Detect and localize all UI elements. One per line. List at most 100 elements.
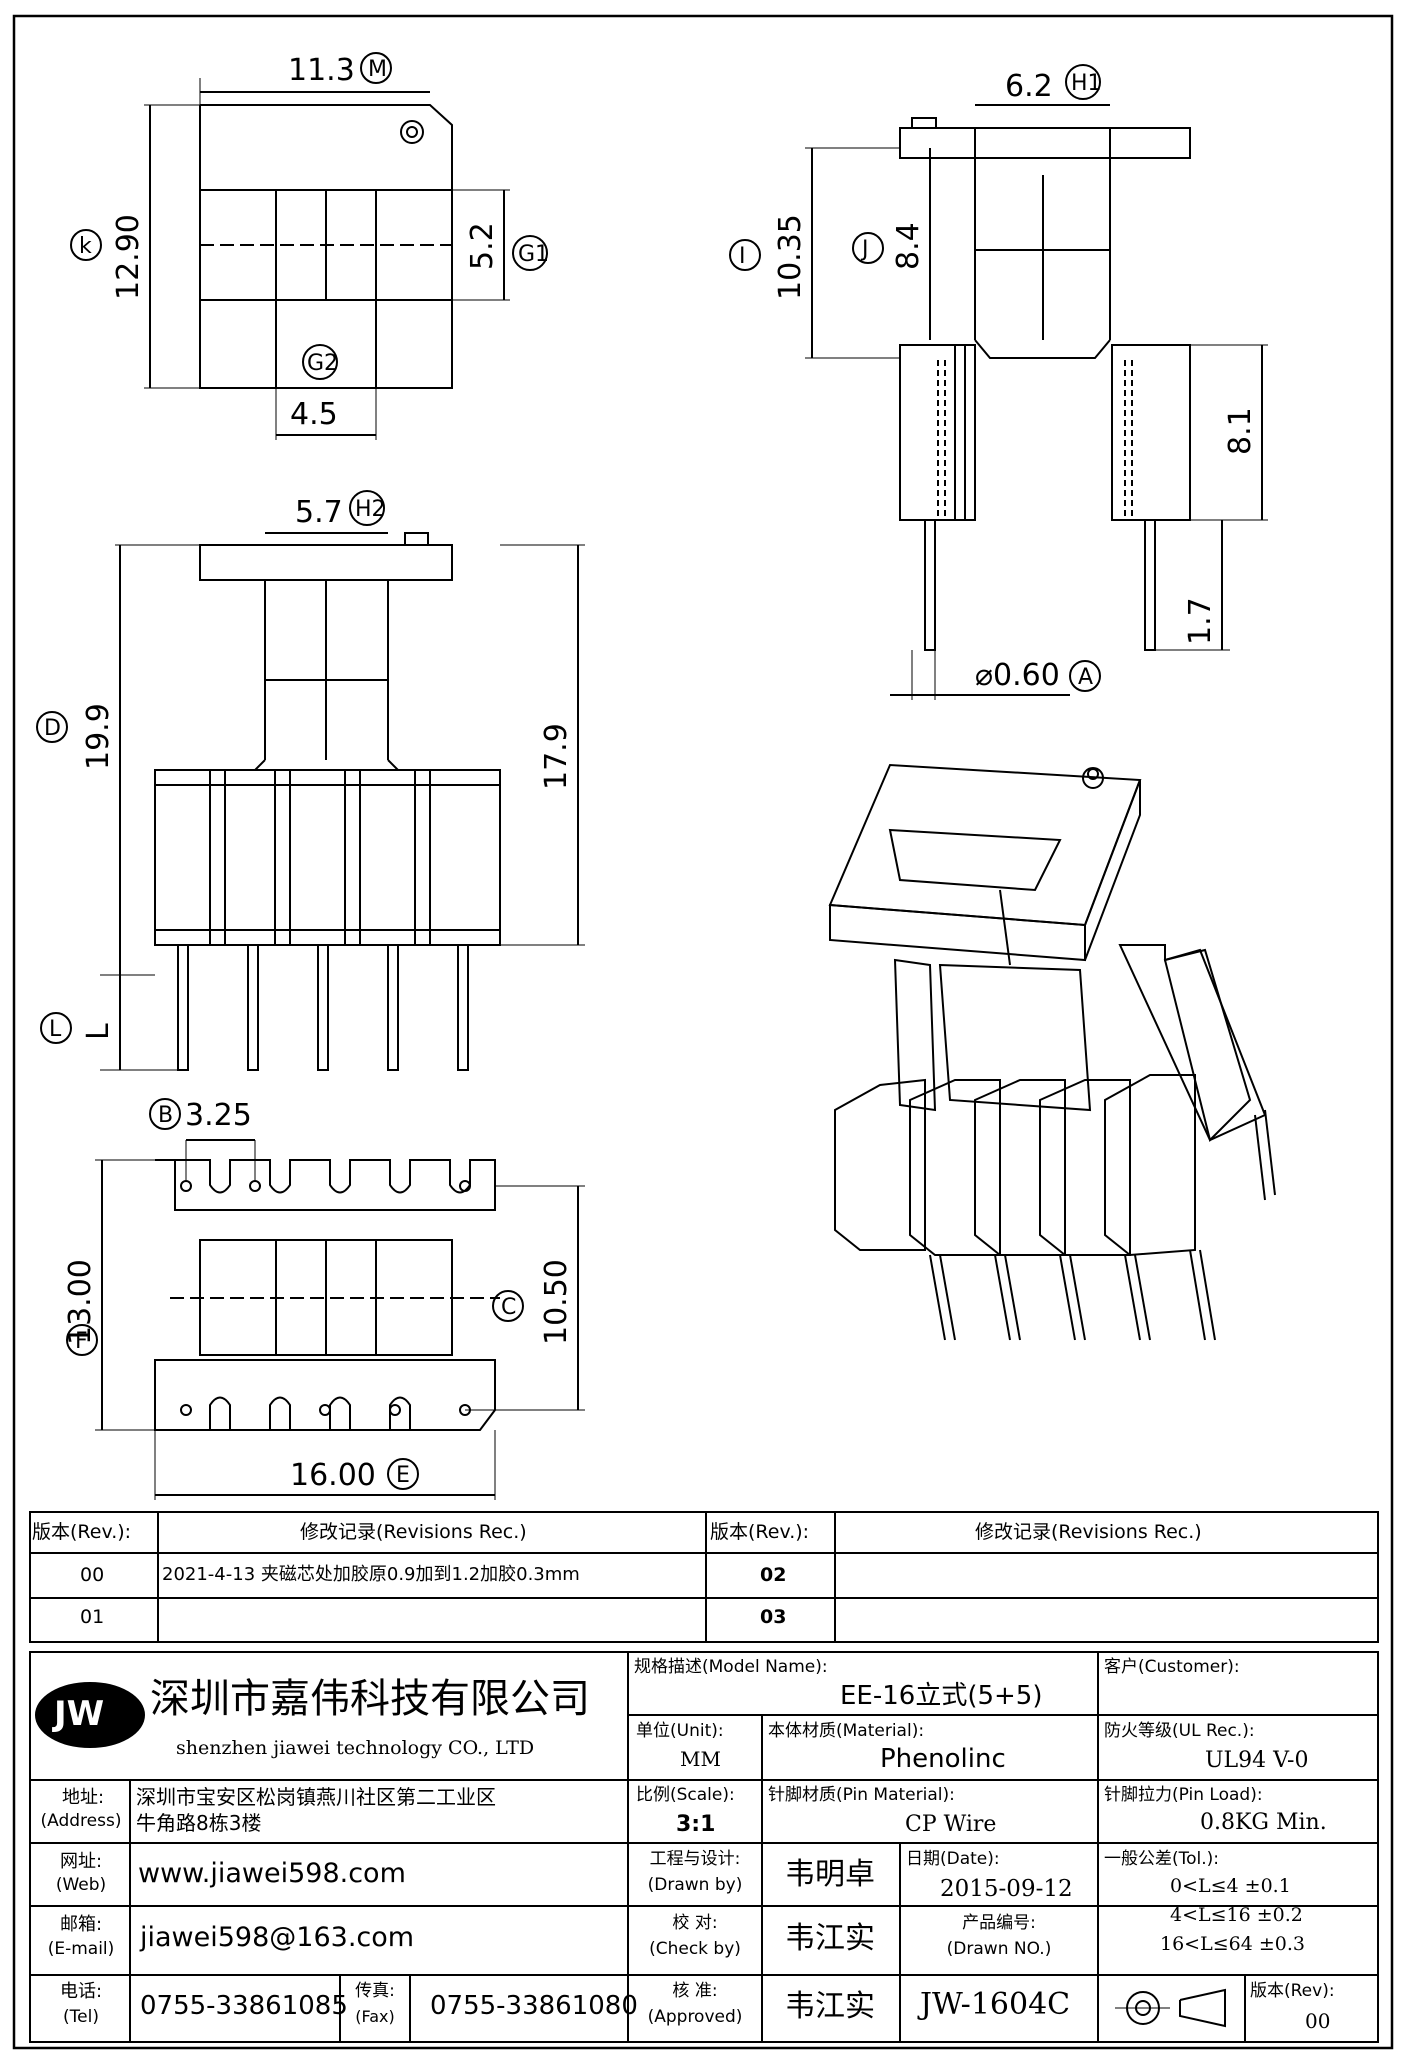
side-view bbox=[805, 104, 1268, 700]
email-label-en: (E-mail) bbox=[47, 1939, 115, 1959]
ul-label: 防火等级(UL Rec.): bbox=[1104, 1721, 1255, 1741]
tag-i: I bbox=[739, 244, 746, 269]
approved-value: 韦江实 bbox=[785, 1989, 875, 2024]
dim-j: 8.4 bbox=[891, 222, 926, 270]
title-block bbox=[29, 1651, 1379, 2043]
dim-1-7: 1.7 bbox=[1183, 597, 1218, 645]
tag-h2: H2 bbox=[355, 497, 386, 522]
rev-label: 版本(Rev): bbox=[1250, 1981, 1335, 2001]
model-value: EE-16立式(5+5) bbox=[840, 1681, 1043, 1711]
customer-label: 客户(Customer): bbox=[1104, 1657, 1240, 1677]
dim-h1: 6.2 bbox=[1005, 69, 1053, 104]
dim-h2: 5.7 bbox=[295, 495, 343, 530]
rev-row-01: 01 bbox=[80, 1606, 105, 1628]
tag-h1: H1 bbox=[1071, 71, 1102, 96]
tol-label: 一般公差(Tol.): bbox=[1104, 1849, 1220, 1869]
dim-17-9: 17.9 bbox=[539, 723, 574, 790]
material-label: 本体材质(Material): bbox=[768, 1721, 925, 1741]
dim-g1: 5.2 bbox=[465, 222, 500, 270]
fax-label-en: (Fax) bbox=[355, 2007, 395, 2026]
tag-g2: G2 bbox=[307, 351, 338, 376]
drawn-value: 韦明卓 bbox=[785, 1857, 875, 1892]
tag-m: M bbox=[368, 57, 387, 82]
drawn-label: 工程与设计: bbox=[649, 1849, 741, 1869]
front-view bbox=[100, 532, 585, 1071]
dim-pin: ⌀0.60 bbox=[975, 658, 1060, 693]
email-label: 邮箱: bbox=[59, 1914, 103, 1935]
bottom-view bbox=[95, 1139, 585, 1500]
address-label: 地址: bbox=[61, 1787, 105, 1808]
check-label-en: (Check by) bbox=[649, 1939, 741, 1959]
tag-k: k bbox=[79, 234, 92, 259]
rev-header-left: 版本(Rev.): bbox=[32, 1521, 132, 1543]
approved-label-en: (Approved) bbox=[647, 2007, 743, 2027]
drawn-label-en: (Drawn by) bbox=[647, 1875, 743, 1895]
tag-e: E bbox=[396, 1463, 410, 1488]
isometric-view bbox=[828, 763, 1276, 1341]
tag-m-circle bbox=[360, 52, 392, 84]
dim-l: L bbox=[81, 1023, 116, 1040]
rev-value: 00 bbox=[1305, 2009, 1331, 2033]
dim-m: 11.3 bbox=[288, 53, 355, 88]
address-line2: 牛角路8栋3楼 bbox=[136, 1811, 262, 1835]
ul-value: UL94 V-0 bbox=[1205, 1748, 1309, 1773]
dim-8-1: 8.1 bbox=[1223, 407, 1258, 455]
company-name-en: shenzhen jiawei technology CO., LTD bbox=[176, 1737, 535, 1759]
revision-table bbox=[29, 1511, 1379, 1643]
tel-label-en: (Tel) bbox=[63, 2007, 99, 2027]
scale-label: 比例(Scale): bbox=[636, 1785, 735, 1805]
drawing-no-value: JW-1604C bbox=[920, 1987, 1071, 2022]
date-value: 2015-09-12 bbox=[940, 1876, 1073, 1902]
rec-header-right: 修改记录(Revisions Rec.) bbox=[975, 1521, 1202, 1543]
email-value[interactable]: jiawei598@163.com bbox=[140, 1922, 415, 1953]
web-value[interactable]: www.jiawei598.com bbox=[138, 1858, 406, 1889]
web-label-en: (Web) bbox=[55, 1875, 107, 1895]
rec-header-left: 修改记录(Revisions Rec.) bbox=[300, 1521, 527, 1543]
tag-b: B bbox=[158, 1103, 173, 1128]
tol-row-3: 16<L≤64 ±0.3 bbox=[1160, 1933, 1305, 1955]
tag-d: D bbox=[44, 716, 61, 741]
drawing-no-label-en: (Drawn NO.) bbox=[946, 1939, 1052, 1959]
pin-load-value: 0.8KG Min. bbox=[1200, 1810, 1327, 1835]
web-label: 网址: bbox=[59, 1851, 103, 1872]
pin-load-label: 针脚拉力(Pin Load): bbox=[1104, 1785, 1263, 1805]
rev-row-03: 03 bbox=[760, 1606, 787, 1628]
approved-label: 核 准: bbox=[672, 1981, 718, 2001]
fax-label: 传真: bbox=[355, 1981, 395, 2001]
tag-a: A bbox=[1078, 665, 1093, 690]
dim-d: 19.9 bbox=[81, 703, 116, 770]
tel-value: 0755-33861085 bbox=[140, 1991, 348, 2021]
pin-material-value: CP Wire bbox=[905, 1812, 997, 1837]
dim-e: 16.00 bbox=[290, 1458, 376, 1493]
tel-label: 电话: bbox=[59, 1981, 103, 2002]
tag-j: J bbox=[860, 237, 869, 262]
dim-i: 10.35 bbox=[773, 214, 808, 300]
rev-row-02: 02 bbox=[760, 1564, 787, 1586]
company-name-cn: 深圳市嘉伟科技有限公司 bbox=[150, 1676, 590, 1722]
model-label: 规格描述(Model Name): bbox=[634, 1657, 828, 1677]
scale-value: 3:1 bbox=[676, 1812, 716, 1837]
jw-logo-icon bbox=[35, 1682, 145, 1748]
dim-f: 13.00 bbox=[63, 1259, 98, 1345]
address-label-en: (Address) bbox=[40, 1811, 122, 1831]
tol-row-1: 0<L≤4 ±0.1 bbox=[1170, 1875, 1291, 1897]
dim-b: 3.25 bbox=[185, 1098, 252, 1133]
rev-header-right: 版本(Rev.): bbox=[710, 1521, 810, 1543]
projection-symbol-icon bbox=[1115, 1988, 1226, 2028]
tag-c: C bbox=[501, 1295, 516, 1320]
unit-label: 单位(Unit): bbox=[636, 1721, 724, 1741]
tag-l: L bbox=[49, 1017, 62, 1042]
tag-f: F bbox=[75, 1329, 88, 1354]
dim-c: 10.50 bbox=[539, 1259, 574, 1345]
check-value: 韦江实 bbox=[785, 1921, 875, 1956]
fax-value: 0755-33861080 bbox=[430, 1991, 638, 2021]
date-label: 日期(Date): bbox=[906, 1849, 1000, 1869]
top-view bbox=[144, 78, 510, 440]
rev-row-00: 00 bbox=[80, 1564, 105, 1586]
tag-g1: G1 bbox=[518, 242, 549, 267]
pin-material-label: 针脚材质(Pin Material): bbox=[768, 1785, 955, 1805]
address-line1: 深圳市宝安区松岗镇燕川社区第二工业区 bbox=[136, 1785, 496, 1809]
tol-row-2: 4<L≤16 ±0.2 bbox=[1170, 1904, 1303, 1926]
